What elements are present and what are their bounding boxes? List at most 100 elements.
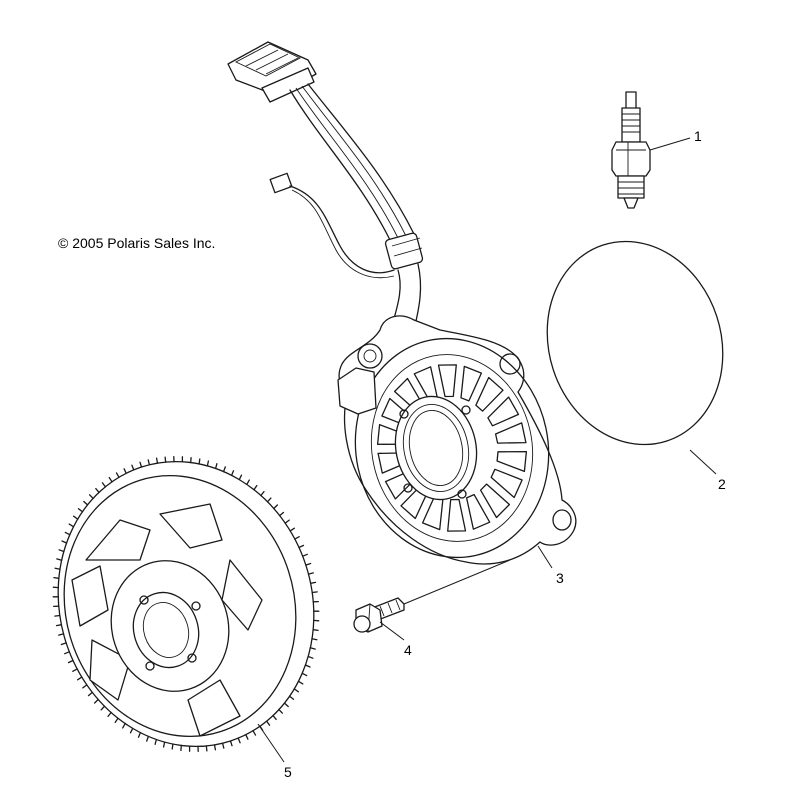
gasket: [546, 240, 724, 446]
gear-tooth: [171, 743, 174, 750]
gear-tooth: [107, 711, 112, 718]
gear-tooth: [77, 508, 84, 513]
gear-tooth: [100, 705, 106, 711]
gear-tooth: [304, 664, 311, 668]
stator-pole: [437, 364, 457, 398]
gear-tooth: [155, 457, 159, 464]
gear-tooth: [307, 572, 314, 575]
stator-pole: [465, 493, 491, 530]
gear-tooth: [146, 735, 150, 742]
gear-tooth: [288, 695, 295, 700]
gear-tooth: [309, 581, 317, 584]
gear-tooth: [289, 527, 296, 532]
stator-pole: [460, 365, 483, 402]
gear-tooth: [122, 722, 126, 729]
gear-tooth: [55, 624, 63, 627]
stator-pole: [490, 468, 523, 499]
gear-tooth: [60, 642, 67, 646]
gear-tooth: [88, 494, 94, 500]
gear-tooth: [67, 659, 74, 664]
callout-5: 5: [284, 764, 292, 780]
gear-tooth: [205, 745, 208, 752]
stator-pole: [496, 451, 528, 473]
gear-tooth: [198, 458, 201, 465]
gear-tooth: [95, 487, 100, 494]
gear-tooth: [129, 727, 134, 734]
gear-tooth: [266, 497, 272, 503]
flywheel: [52, 455, 320, 753]
stator: [337, 315, 577, 565]
gear-tooth: [87, 691, 93, 697]
callout-2: 2: [718, 476, 726, 492]
gear-tooth: [93, 698, 99, 704]
gear-tooth: [61, 540, 68, 544]
gear-tooth: [311, 591, 318, 594]
gear-tooth: [252, 730, 257, 736]
gear-tooth: [283, 702, 289, 708]
stator-pole: [487, 396, 520, 427]
gear-tooth: [312, 629, 319, 632]
gear-tooth: [82, 684, 88, 689]
gear-tooth: [294, 536, 300, 540]
gear-tooth: [58, 549, 65, 553]
callout-4: 4: [404, 642, 412, 658]
gear-tooth: [147, 459, 151, 466]
gear-tooth: [302, 553, 308, 557]
gear-tooth: [164, 456, 167, 463]
gear-tooth: [293, 688, 300, 693]
gear-tooth: [237, 737, 241, 744]
callout-3: 3: [556, 570, 564, 586]
gear-tooth: [311, 638, 318, 641]
stator-pole: [447, 498, 467, 532]
flywheel-ring-gear: [52, 455, 320, 753]
gear-tooth: [214, 463, 218, 470]
gear-tooth: [68, 523, 75, 528]
gear-tooth: [137, 731, 142, 738]
gear-tooth: [58, 633, 65, 636]
gear-tooth: [245, 734, 249, 740]
bolt: [353, 559, 511, 633]
gear-tooth: [273, 504, 279, 510]
gear-tooth: [284, 519, 290, 524]
gear-tooth: [272, 714, 277, 721]
gear-tooth: [76, 676, 83, 681]
callout-1: 1: [694, 128, 702, 144]
wire-harness: [227, 41, 424, 331]
gear-tooth: [54, 614, 61, 617]
gear-tooth: [72, 515, 79, 520]
gear-tooth: [206, 460, 210, 467]
gear-tooth: [108, 476, 113, 483]
gear-tooth: [72, 668, 78, 672]
gear-tooth: [139, 461, 143, 468]
leader-lines: [257, 137, 717, 763]
gear-tooth: [222, 466, 226, 473]
gear-tooth: [56, 558, 63, 561]
gear-tooth: [154, 738, 158, 745]
gear-tooth: [279, 511, 285, 517]
gear-tooth: [253, 484, 258, 491]
gear-tooth: [301, 672, 308, 677]
gear-tooth: [230, 470, 235, 477]
stator-pole: [475, 376, 504, 412]
spark-plug: [611, 91, 651, 209]
gear-tooth: [229, 740, 233, 747]
gear-tooth: [246, 479, 250, 486]
gear-tooth: [309, 647, 316, 650]
gear-tooth: [101, 482, 106, 488]
gear-tooth: [278, 708, 284, 714]
gear-tooth: [298, 544, 305, 549]
gear-tooth: [123, 468, 127, 474]
stator-pole: [479, 483, 511, 519]
gear-tooth: [213, 744, 217, 751]
gear-tooth: [53, 576, 60, 579]
gear-tooth: [162, 741, 166, 748]
copyright-notice: © 2005 Polaris Sales Inc.: [58, 235, 216, 251]
gear-tooth: [64, 531, 71, 536]
gear-tooth: [266, 720, 271, 726]
gear-tooth: [54, 567, 61, 570]
gear-tooth: [115, 472, 120, 478]
gear-tooth: [260, 490, 265, 497]
gear-tooth: [307, 655, 314, 659]
